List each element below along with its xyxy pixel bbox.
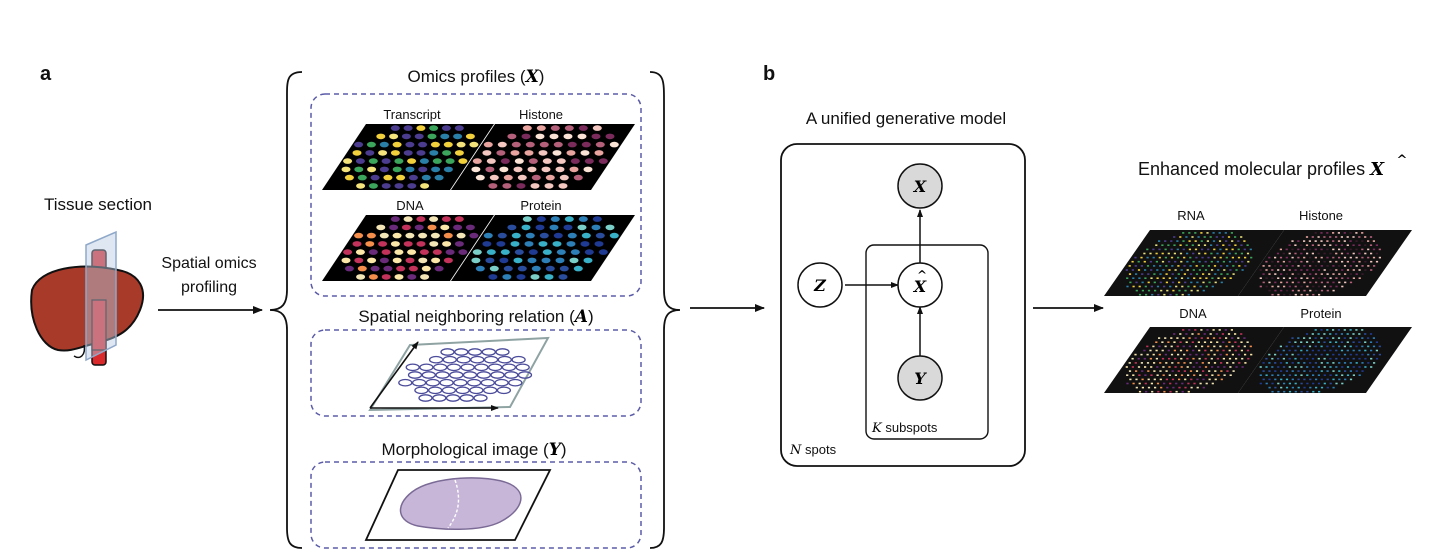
spatial-omics-label: Spatial omics (161, 255, 256, 272)
omics-tiles (322, 124, 635, 281)
output-tiles (1104, 230, 1412, 393)
out-tile-histone (1238, 230, 1412, 296)
tile-dna (322, 215, 494, 281)
svg-text:X: X (913, 277, 927, 296)
morph-dashed-box (310, 461, 642, 549)
inner-plate-label: K subspots (871, 420, 938, 436)
morph-tissue (399, 477, 522, 530)
node-xhat: X ^ (897, 262, 943, 308)
output-hat: ^ (1397, 153, 1408, 168)
output-label-histone: Histone (1299, 208, 1343, 223)
outer-plate (780, 143, 1026, 467)
neighbor-network (398, 348, 533, 402)
svg-text:X: X (913, 177, 927, 196)
svg-text:Z: Z (813, 276, 827, 295)
omics-dashed-box (310, 93, 642, 297)
omics-label-histone: Histone (519, 107, 563, 122)
svg-text:^: ^ (917, 268, 927, 282)
tissue-section-label: Tissue section (44, 195, 152, 214)
node-y: Y (897, 355, 943, 401)
tile-protein (451, 215, 635, 281)
profiling-label: profiling (181, 279, 237, 296)
morph-vessel (447, 479, 460, 529)
neighbor-y-axis (369, 341, 419, 409)
left-brace (269, 71, 303, 549)
inner-plate (865, 244, 989, 440)
node-x: X (897, 163, 943, 209)
right-brace (649, 71, 681, 549)
omics-label-transcript: Transcript (383, 107, 441, 122)
omics-profiles-title: Omics profiles (X) (408, 67, 545, 87)
model-title: A unified generative model (806, 109, 1006, 128)
panel-b-letter: b (763, 63, 775, 85)
out-tile-rna (1104, 230, 1284, 296)
tile-histone (451, 124, 635, 190)
panel-a-letter: a (40, 63, 52, 85)
morph-title: Morphological image (Y) (381, 440, 566, 460)
liver-illustration (30, 230, 145, 366)
svg-text:Y: Y (914, 369, 927, 388)
neighbor-dashed-box (310, 329, 642, 417)
omics-label-protein: Protein (520, 198, 561, 213)
out-tile-protein (1238, 327, 1412, 393)
output-label-dna: DNA (1179, 306, 1207, 321)
neighbor-title: Spatial neighboring relation (A) (358, 307, 593, 327)
omics-label-dna: DNA (396, 198, 424, 213)
node-z: Z (797, 262, 843, 308)
output-label-protein: Protein (1300, 306, 1341, 321)
out-tile-dna (1104, 327, 1284, 393)
outer-plate-label: N spots (789, 442, 837, 458)
output-title: Enhanced molecular profiles X (1138, 159, 1385, 180)
tile-transcript (322, 124, 494, 190)
output-label-rna: RNA (1177, 208, 1205, 223)
